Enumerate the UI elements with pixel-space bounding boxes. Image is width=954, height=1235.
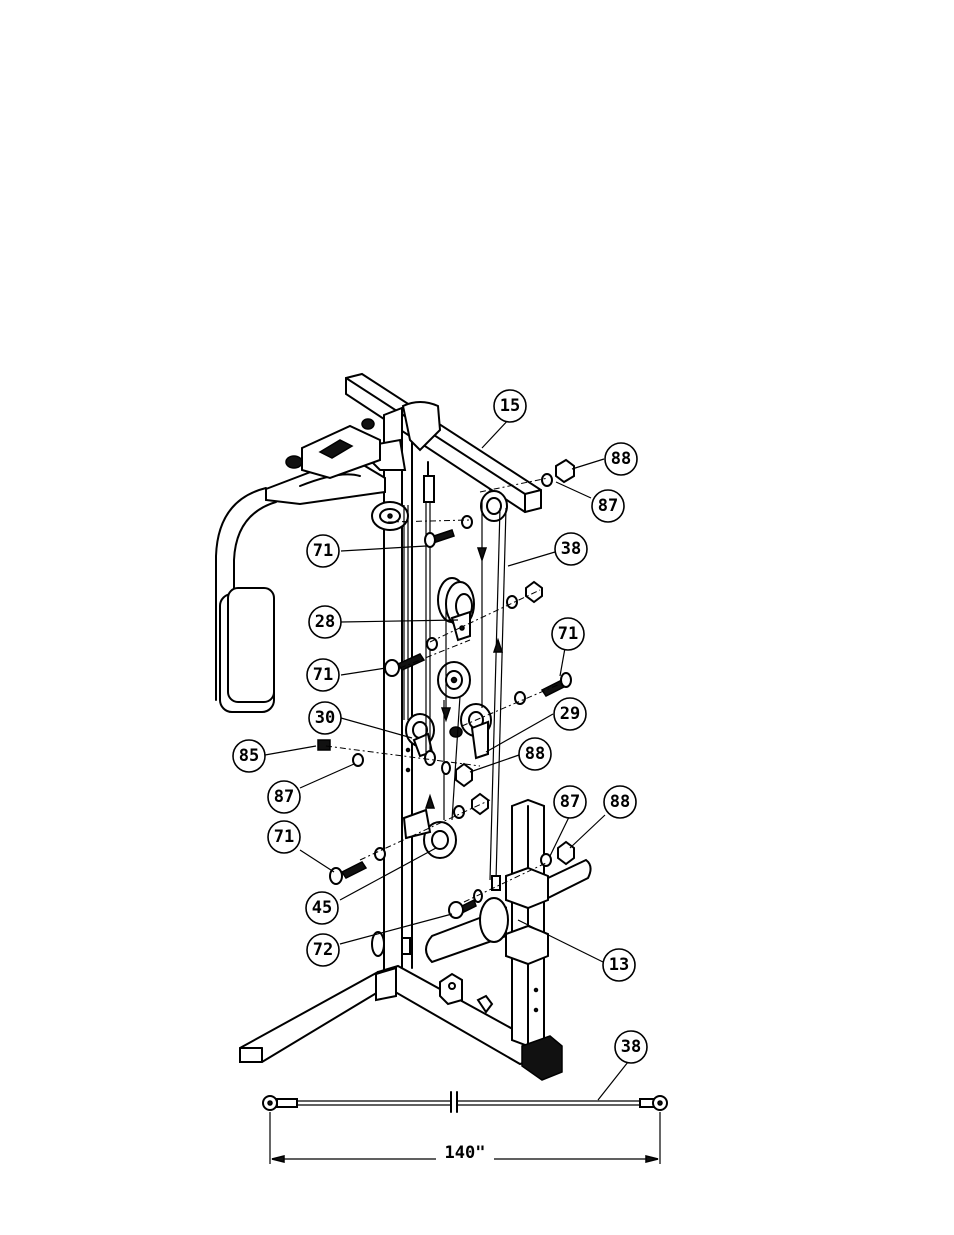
svg-text:30: 30	[315, 708, 335, 728]
callout-71-a: 71	[306, 534, 340, 568]
svg-text:38: 38	[621, 1037, 641, 1057]
dimension-label: 140"	[445, 1143, 486, 1163]
pulley-30	[405, 713, 435, 758]
svg-text:71: 71	[274, 827, 294, 847]
svg-text:87: 87	[598, 496, 618, 516]
callout-28: 28	[308, 605, 342, 639]
callout-71-b: 71	[551, 617, 585, 651]
base-bracket	[439, 972, 494, 1014]
callout-38-top: 38	[554, 532, 588, 566]
callout-45: 45	[305, 891, 339, 925]
svg-text:45: 45	[312, 898, 332, 918]
dimension-140: 140"	[269, 1112, 661, 1164]
callout-88-top: 88	[604, 442, 638, 476]
loose-cable-38	[262, 1091, 668, 1113]
svg-text:87: 87	[560, 792, 580, 812]
callout-30: 30	[308, 701, 342, 735]
svg-text:88: 88	[610, 792, 630, 812]
pulley-45	[402, 808, 457, 859]
callout-15: 15	[493, 389, 527, 423]
svg-text:88: 88	[611, 449, 631, 469]
callout-87-right: 87	[553, 785, 587, 819]
leader-lines	[264, 417, 629, 1101]
back-pad	[219, 587, 275, 713]
pulley-top-right	[480, 490, 508, 522]
svg-text:13: 13	[609, 955, 629, 975]
svg-text:15: 15	[500, 396, 520, 416]
callout-13: 13	[602, 948, 636, 982]
double-pulley-28	[437, 577, 475, 642]
svg-text:88: 88	[525, 744, 545, 764]
svg-text:71: 71	[313, 665, 333, 685]
callout-29: 29	[553, 697, 587, 731]
callout-72: 72	[306, 933, 340, 967]
rear-upright	[505, 798, 563, 1081]
hardware	[317, 458, 575, 919]
svg-text:71: 71	[313, 541, 333, 561]
callout-88-right: 88	[603, 785, 637, 819]
callout-38-bottom: 38	[614, 1030, 648, 1064]
pec-deck-arm	[265, 418, 386, 506]
svg-text:71: 71	[558, 624, 578, 644]
pulley-top-left	[371, 501, 409, 531]
callout-71-d: 71	[267, 820, 301, 854]
svg-text:72: 72	[313, 940, 333, 960]
callout-88-mid: 88	[518, 737, 552, 771]
cable-runs	[403, 461, 507, 891]
base-frame	[239, 964, 541, 1066]
svg-text:29: 29	[560, 704, 580, 724]
svg-text:87: 87	[274, 787, 294, 807]
svg-text:38: 38	[561, 539, 581, 559]
callout-87-left: 87	[267, 780, 301, 814]
weight-horn-tubes	[371, 858, 592, 964]
svg-text:28: 28	[315, 612, 335, 632]
callout-85: 85	[232, 739, 266, 773]
pulley-middle	[437, 661, 471, 699]
svg-text:85: 85	[239, 746, 259, 766]
axis-lines	[325, 477, 561, 903]
pulley-29	[449, 703, 492, 760]
back-frame-tube	[215, 487, 277, 701]
top-shroud	[370, 401, 442, 471]
callout-71-c: 71	[306, 658, 340, 692]
callout-87-top: 87	[591, 489, 625, 523]
